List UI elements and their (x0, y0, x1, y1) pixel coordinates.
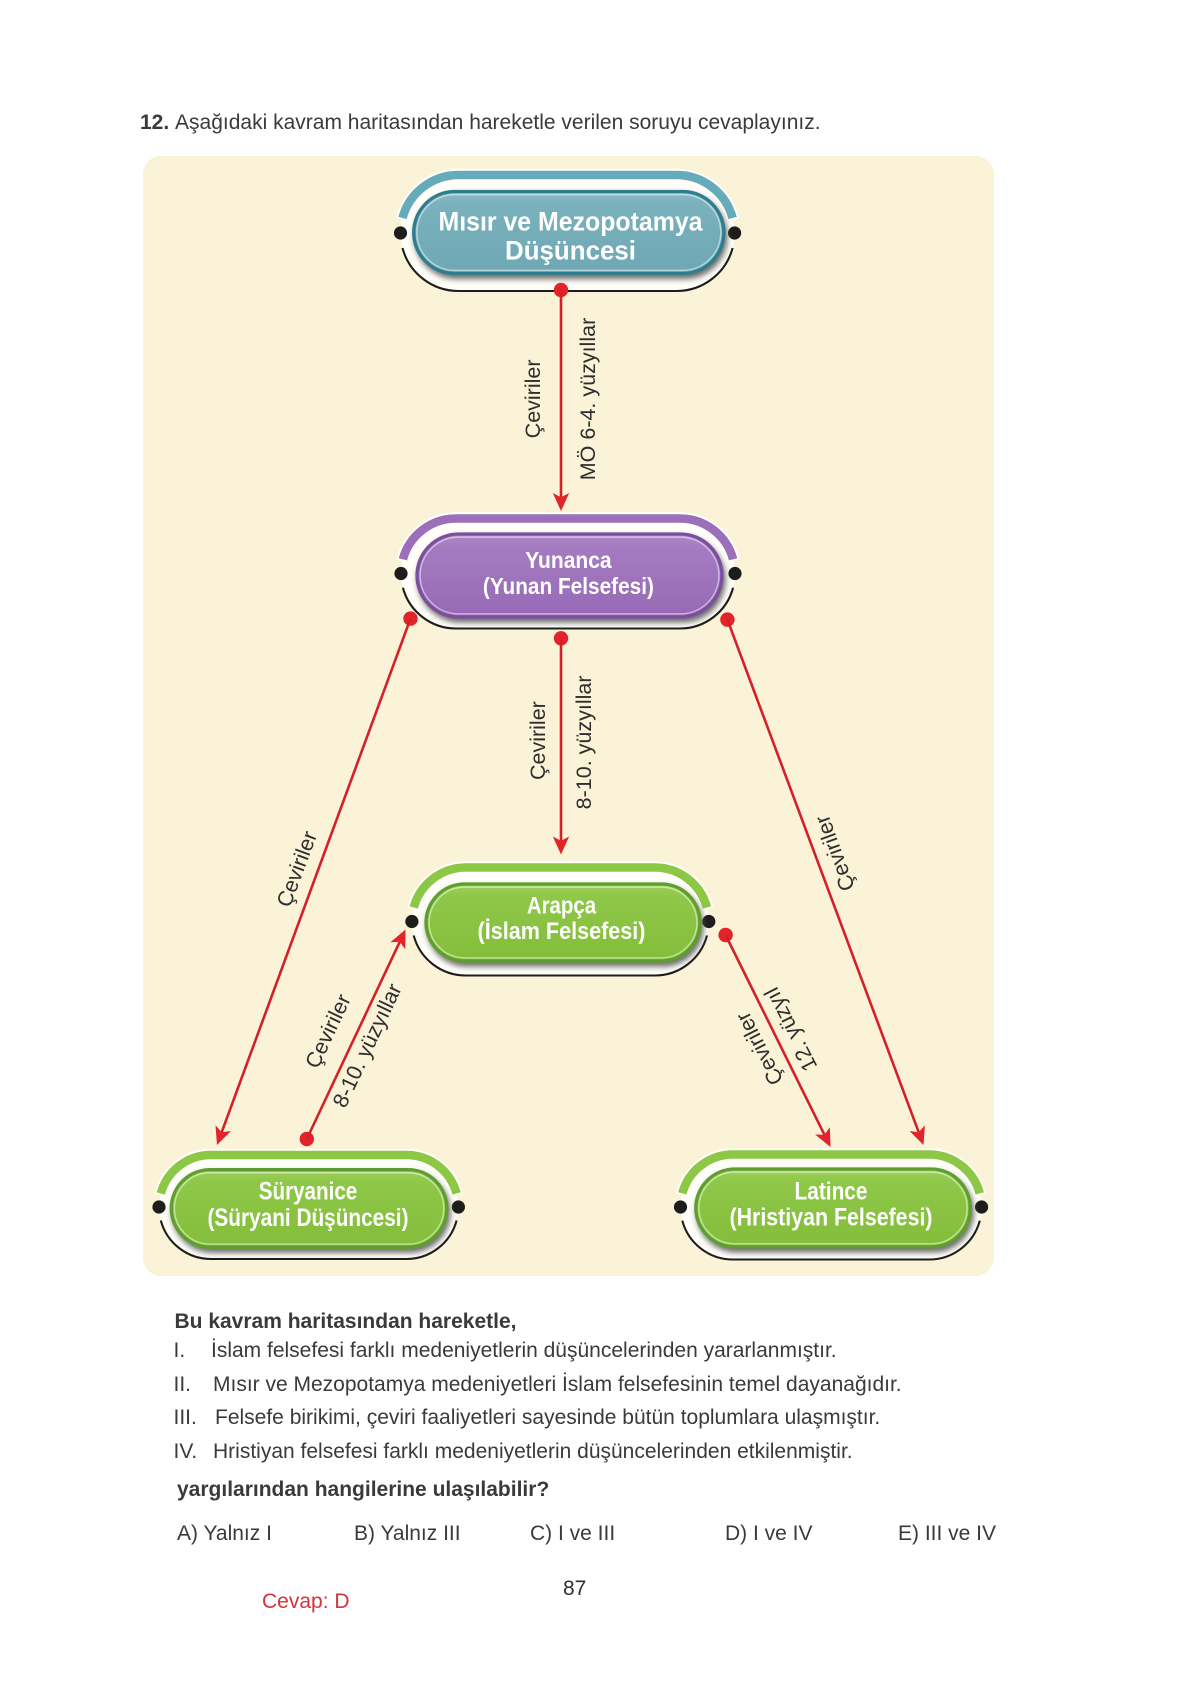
svg-text:Çeviriler: Çeviriler (526, 701, 550, 780)
svg-text:(Yunan Felsefesi): (Yunan Felsefesi) (483, 573, 654, 599)
svg-text:(Hristiyan Felsefesi): (Hristiyan Felsefesi) (730, 1204, 933, 1232)
svg-text:Arapça: Arapça (527, 892, 597, 919)
svg-text:Çeviriler: Çeviriler (810, 812, 860, 894)
svg-text:Çeviriler: Çeviriler (521, 359, 545, 438)
svg-text:Düşüncesi: Düşüncesi (505, 236, 636, 266)
svg-text:8-10. yüzyıllar: 8-10. yüzyıllar (572, 675, 596, 809)
svg-text:MÖ 6-4. yüzyıllar: MÖ 6-4. yüzyıllar (576, 318, 600, 480)
svg-text:Mısır ve Mezopotamya: Mısır ve Mezopotamya (439, 207, 704, 237)
svg-text:Latince: Latince (795, 1178, 868, 1206)
svg-text:(İslam Felsefesi): (İslam Felsefesi) (478, 918, 646, 945)
svg-text:(Süryani Düşüncesi): (Süryani Düşüncesi) (208, 1204, 409, 1232)
svg-text:Süryanice: Süryanice (259, 1178, 358, 1206)
svg-text:Çeviriler: Çeviriler (272, 828, 322, 910)
svg-text:Yunanca: Yunanca (525, 547, 612, 573)
